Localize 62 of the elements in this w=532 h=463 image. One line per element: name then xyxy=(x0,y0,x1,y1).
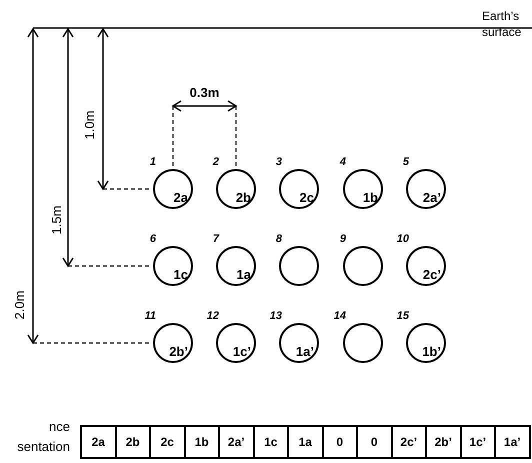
circle-label: 2a’ xyxy=(422,191,441,204)
circle-label: 1c xyxy=(174,268,188,281)
circle-label: 2c xyxy=(300,191,314,204)
dimension-label: 1.0m xyxy=(82,110,98,140)
dimension-label: 1.5m xyxy=(50,206,64,234)
position-number: 5 xyxy=(402,157,409,168)
position-number: 9 xyxy=(340,234,346,245)
sequence-cell: 2b’ xyxy=(427,425,462,459)
circle-node xyxy=(406,246,446,286)
sequence-cell: 2b xyxy=(116,425,151,459)
dimension-label: 0.3m xyxy=(190,86,220,100)
circle-label: 1b’ xyxy=(422,345,441,358)
sequence-cell: 2a’ xyxy=(220,425,254,459)
circle-label: 1a’ xyxy=(296,345,314,358)
position-number: 10 xyxy=(396,234,409,245)
empty-circle xyxy=(343,323,383,363)
circle-node xyxy=(216,169,256,209)
circle-label: 1c’ xyxy=(232,345,251,358)
sequence-cell: 0 xyxy=(324,425,358,459)
position-number: 8 xyxy=(276,234,282,245)
circle-node xyxy=(406,169,446,209)
circle-node xyxy=(406,323,446,363)
circle-node xyxy=(343,169,383,209)
sequence-cell: 2a xyxy=(82,425,116,459)
circle-label: 2b’ xyxy=(169,345,188,358)
sequence-cell: 0 xyxy=(358,425,392,459)
sequence-cell: 2c xyxy=(151,425,186,459)
sequence-cell: 2c’ xyxy=(392,425,427,459)
position-number: 15 xyxy=(396,311,409,322)
sequence-cell: 1a’ xyxy=(496,425,530,459)
row-label: sentation xyxy=(17,440,70,454)
circle-node xyxy=(216,323,256,363)
position-number: 3 xyxy=(276,157,282,168)
circle-node xyxy=(216,246,256,286)
circle-label: 2c’ xyxy=(422,268,441,281)
circle-node xyxy=(153,323,193,363)
position-number: 12 xyxy=(206,311,219,322)
circle-label: 1b xyxy=(362,191,378,204)
empty-circle xyxy=(343,246,383,286)
circle-label: 1a xyxy=(236,268,251,281)
circle-node xyxy=(279,169,319,209)
position-number: 2 xyxy=(212,157,219,168)
circle-node xyxy=(153,169,193,209)
position-number: 11 xyxy=(144,311,156,322)
position-number: 1 xyxy=(150,157,156,168)
position-number: 6 xyxy=(150,234,156,245)
position-number: 4 xyxy=(340,157,346,168)
circle-label: 2b xyxy=(236,191,251,204)
sequence-cell: 1b xyxy=(186,425,220,459)
surface-label: Earth’s surface xyxy=(482,8,522,40)
position-number: 13 xyxy=(270,311,282,322)
sequence-cell: 1c’ xyxy=(462,425,496,459)
circle-label: 2a xyxy=(174,191,188,204)
dimension-label: 2.0m xyxy=(12,290,28,320)
circle-node xyxy=(279,323,319,363)
position-number: 7 xyxy=(212,234,219,245)
empty-circle xyxy=(279,246,319,286)
position-number: 14 xyxy=(334,311,346,322)
circle-node xyxy=(153,246,193,286)
sequence-cell: 1a xyxy=(289,425,324,459)
sequence-cell: 1c xyxy=(254,425,289,459)
row-label: nce xyxy=(49,420,70,434)
